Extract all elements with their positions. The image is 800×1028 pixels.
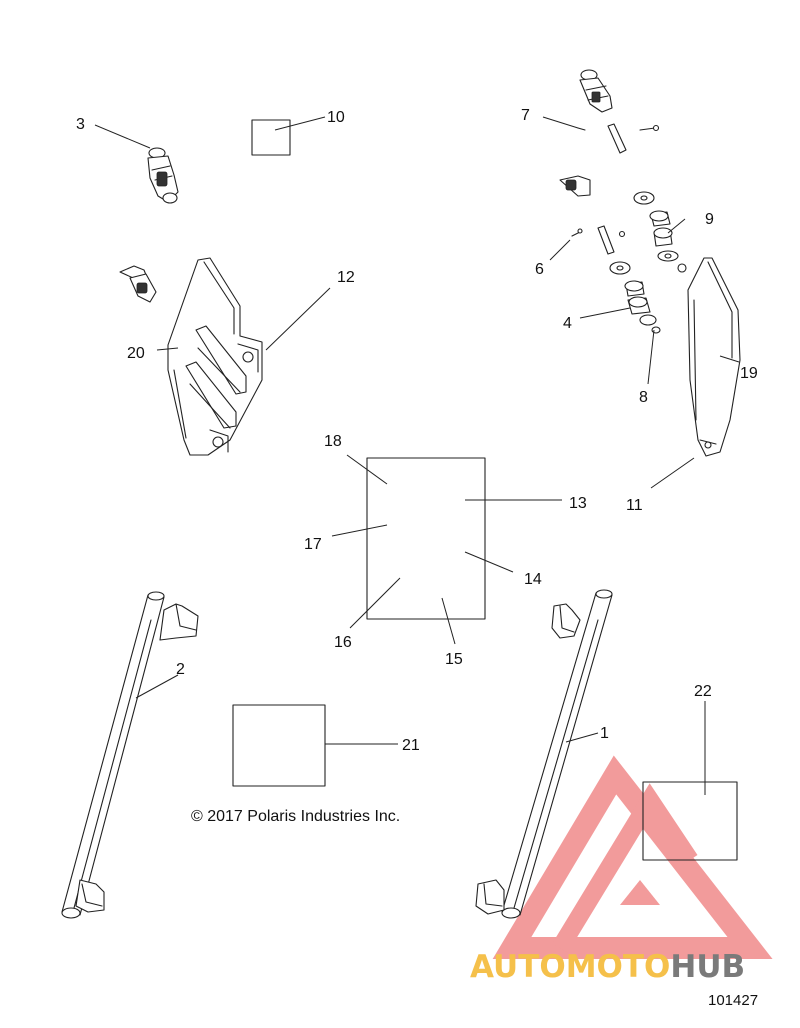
callout-4: 4	[563, 315, 572, 332]
watermark-logo	[492, 755, 773, 959]
callout-3: 3	[76, 116, 85, 133]
callout-14: 14	[524, 571, 542, 588]
copyright-notice: © 2017 Polaris Industries Inc.	[191, 808, 400, 825]
callout-17: 17	[304, 536, 322, 553]
leader-lines	[94, 116, 740, 795]
callout-11: 11	[626, 497, 643, 514]
callout-6: 6	[535, 261, 544, 278]
bracket-plate-right	[687, 257, 741, 457]
clamp-part-20	[119, 265, 157, 303]
callout-2: 2	[176, 661, 185, 678]
callout-12: 12	[337, 269, 355, 286]
reference-number: 101427	[708, 992, 758, 1009]
callout-15: 15	[445, 651, 463, 668]
callout-19: 19	[740, 365, 758, 382]
decal-box-13-18	[366, 457, 486, 620]
callout-20: 20	[127, 345, 145, 362]
grab-bar-left-part-2	[61, 591, 199, 919]
bracket-plate-left	[167, 257, 263, 456]
hardware-cluster-top-right	[559, 69, 687, 334]
callout-18: 18	[324, 433, 342, 450]
decal-box-10	[251, 119, 291, 156]
callout-13: 13	[569, 495, 587, 512]
decal-box-21	[232, 704, 326, 787]
callout-1: 1	[600, 725, 609, 742]
callout-labels: 3 10 7 9 6 12 4 20 19 8 18 13 11 17 14 1…	[76, 107, 758, 754]
callout-7: 7	[521, 107, 530, 124]
callout-10: 10	[327, 109, 345, 126]
callout-9: 9	[705, 211, 714, 228]
callout-16: 16	[334, 634, 352, 651]
grab-bar-right-part-1	[475, 589, 613, 919]
watermark-brand-part2: HUB	[670, 949, 745, 985]
decal-box-22	[642, 781, 738, 861]
callout-22: 22	[694, 683, 712, 700]
watermark-brand: AUTOMOTOHUB	[470, 949, 745, 985]
clamp-part-3	[147, 147, 179, 204]
callout-21: 21	[402, 737, 420, 754]
callout-8: 8	[639, 389, 648, 406]
watermark-brand-part1: AUTOMOTO	[470, 949, 670, 985]
